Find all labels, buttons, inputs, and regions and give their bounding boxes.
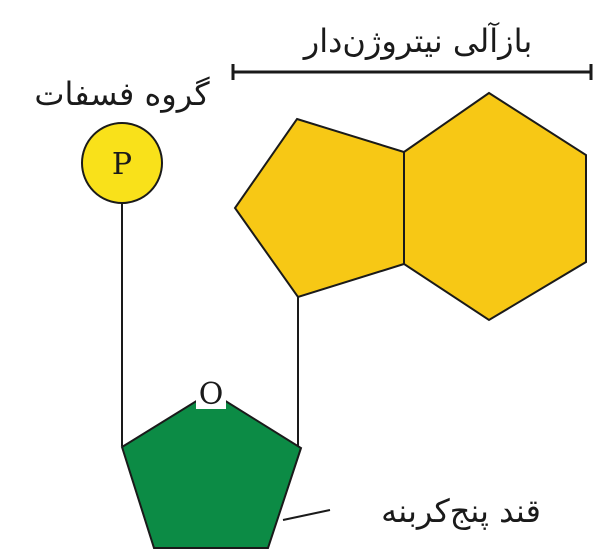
phosphate-circle — [81, 122, 163, 204]
phosphate-group: P — [81, 122, 163, 204]
sugar-label-pointer — [282, 509, 331, 521]
phosphate-group-label: گروه فسفات — [34, 75, 210, 113]
phosphate-symbol: P — [112, 147, 132, 182]
pentose-sugar: O — [120, 375, 303, 549]
base-hexagon — [403, 91, 587, 322]
oxygen-gap — [196, 375, 226, 409]
nitrogen-base-label: بازآلی نیتروژن‌دار — [302, 21, 532, 60]
base-bracket — [231, 64, 593, 80]
sugar-pentagon — [120, 390, 303, 549]
ring-oxygen: O — [199, 377, 224, 412]
pentose-sugar-label: قند پنج‌کربنه — [381, 492, 541, 530]
nitrogen-base-shape — [233, 91, 587, 322]
base-pentagon — [233, 117, 405, 299]
